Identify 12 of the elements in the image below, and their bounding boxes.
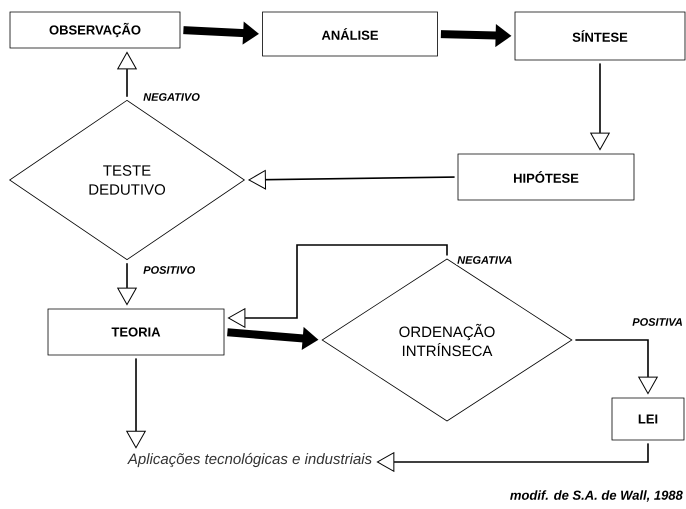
edge-label: POSITIVO — [142, 265, 196, 275]
edge-label: NEGATIVO — [142, 92, 201, 102]
process-box: ANÁLISE — [262, 12, 438, 56]
process-box: TEORIA — [48, 308, 224, 356]
process-box: HIPÓTESE — [458, 154, 634, 200]
process-box: SÍNTESE — [514, 12, 686, 60]
outcome-text: Aplicações tecnológicas e industriais — [127, 452, 372, 468]
caption: modif. de S.A. de Wall, 1988 — [510, 490, 683, 502]
process-box: OBSERVAÇÃO — [10, 12, 180, 48]
edge-label: POSITIVA — [631, 317, 684, 327]
edge-label: NEGATIVA — [456, 255, 514, 265]
process-box: LEI — [612, 398, 684, 440]
